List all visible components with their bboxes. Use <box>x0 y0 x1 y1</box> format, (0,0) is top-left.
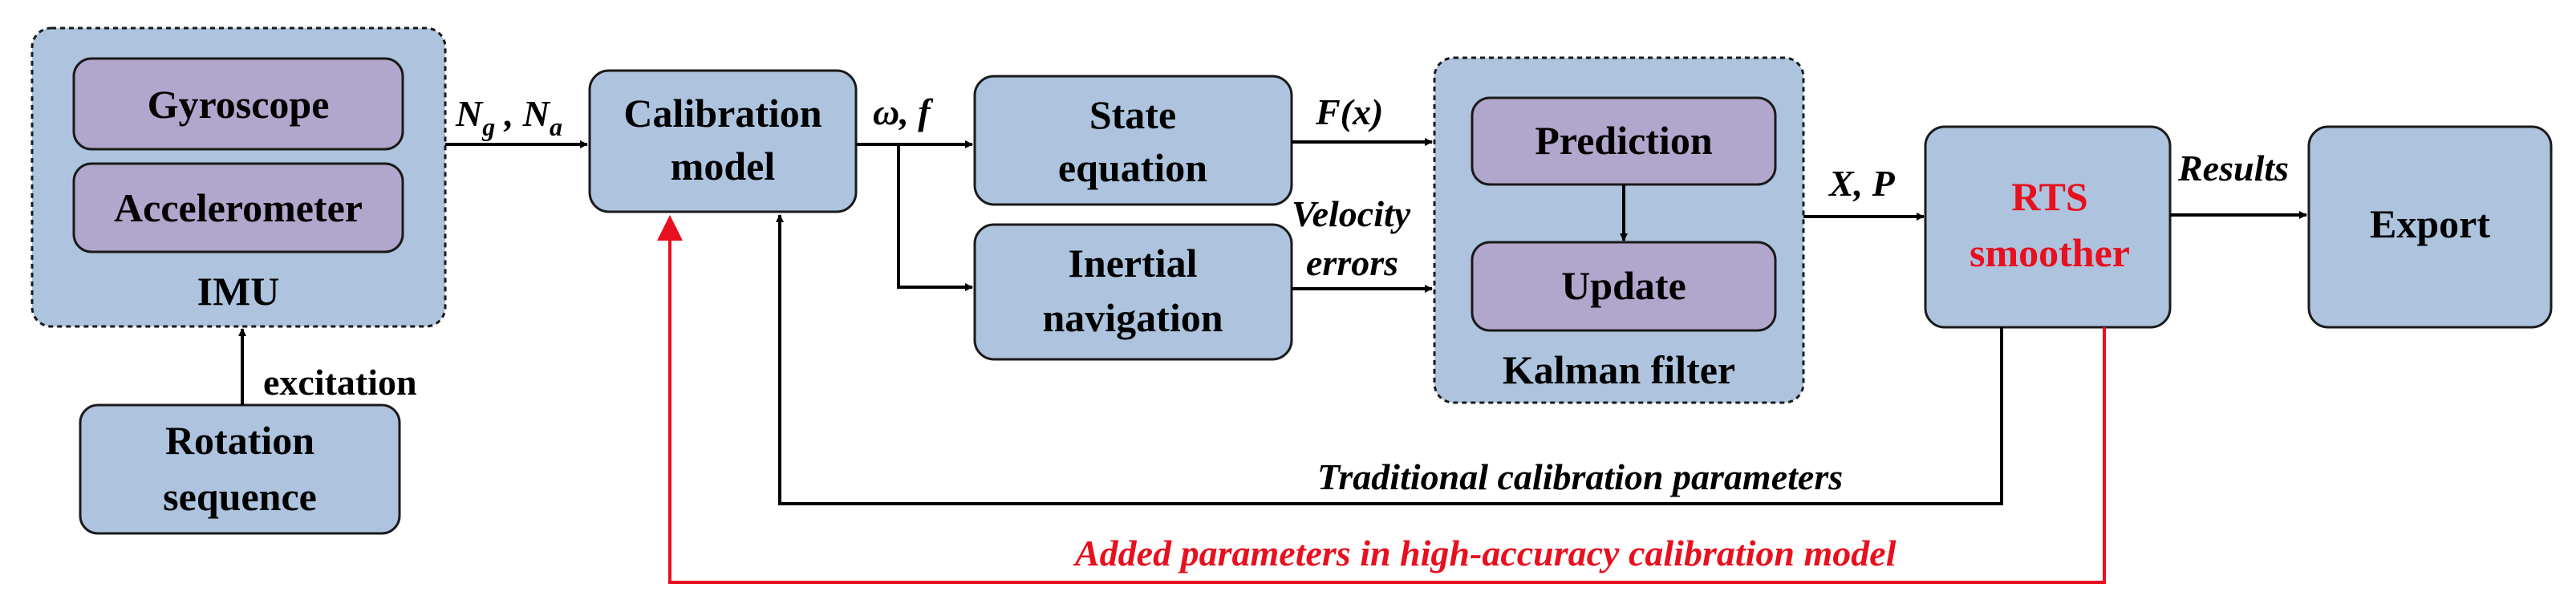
inertial-navigation-box: Inertial navigation <box>973 223 1293 361</box>
kalman-filter-group: Prediction Update Kalman filter <box>1433 56 1805 404</box>
imu-title: IMU <box>197 269 280 314</box>
traditional-params-label: Traditional calibration parameters <box>1317 456 1843 497</box>
kalman-filter-title: Kalman filter <box>1503 347 1735 392</box>
fx-label: F(x) <box>1315 91 1383 132</box>
ng-na-label: Ng , Na <box>455 93 562 141</box>
calibration-model-line1: Calibration <box>623 91 821 136</box>
imu-group: Gyroscope Accelerometer IMU <box>30 26 447 328</box>
velocity-errors-line2: errors <box>1306 242 1398 283</box>
update-label: Update <box>1561 263 1686 308</box>
added-params-label: Added parameters in high-accuracy calibr… <box>1073 533 1897 573</box>
added-params-arrowhead <box>657 215 683 241</box>
state-equation-line1: State <box>1089 92 1176 137</box>
update-box <box>1471 241 1777 332</box>
rts-smoother-line2: smoother <box>1970 230 2130 275</box>
state-equation-box: State equation <box>973 75 1293 206</box>
accelerometer-box <box>72 162 404 253</box>
inertial-navigation-line2: navigation <box>1042 295 1223 340</box>
gyroscope-label: Gyroscope <box>148 82 330 127</box>
prediction-label: Prediction <box>1535 118 1712 163</box>
state-equation-line2: equation <box>1058 145 1207 190</box>
export-label: Export <box>2370 201 2490 246</box>
rts-smoother-line1: RTS <box>2011 174 2088 219</box>
added-params-feedback-line <box>668 241 2106 584</box>
omega-f-label: ω, f <box>873 91 934 132</box>
to-inertial-navigation-arrow <box>897 144 973 291</box>
velocity-errors-line1: Velocity <box>1292 193 1411 234</box>
traditional-params-feedback-arrow <box>776 214 2003 505</box>
rotation-sequence-line1: Rotation <box>165 418 314 463</box>
inertial-navigation-line1: Inertial <box>1068 241 1197 286</box>
export-box: Export <box>2307 125 2553 329</box>
xp-label: X, P <box>1828 163 1896 204</box>
calibration-model-line2: model <box>671 144 776 188</box>
results-label: Results <box>2177 148 2289 188</box>
accelerometer-label: Accelerometer <box>114 185 363 230</box>
calibration-model-box: Calibration model <box>588 69 858 213</box>
rotation-sequence-box: Rotation sequence <box>79 403 401 535</box>
rotation-sequence-line2: sequence <box>163 474 317 519</box>
gyroscope-box <box>72 57 404 151</box>
rts-smoother-box: RTS smoother <box>1924 125 2172 329</box>
excitation-label: excitation <box>263 362 417 403</box>
